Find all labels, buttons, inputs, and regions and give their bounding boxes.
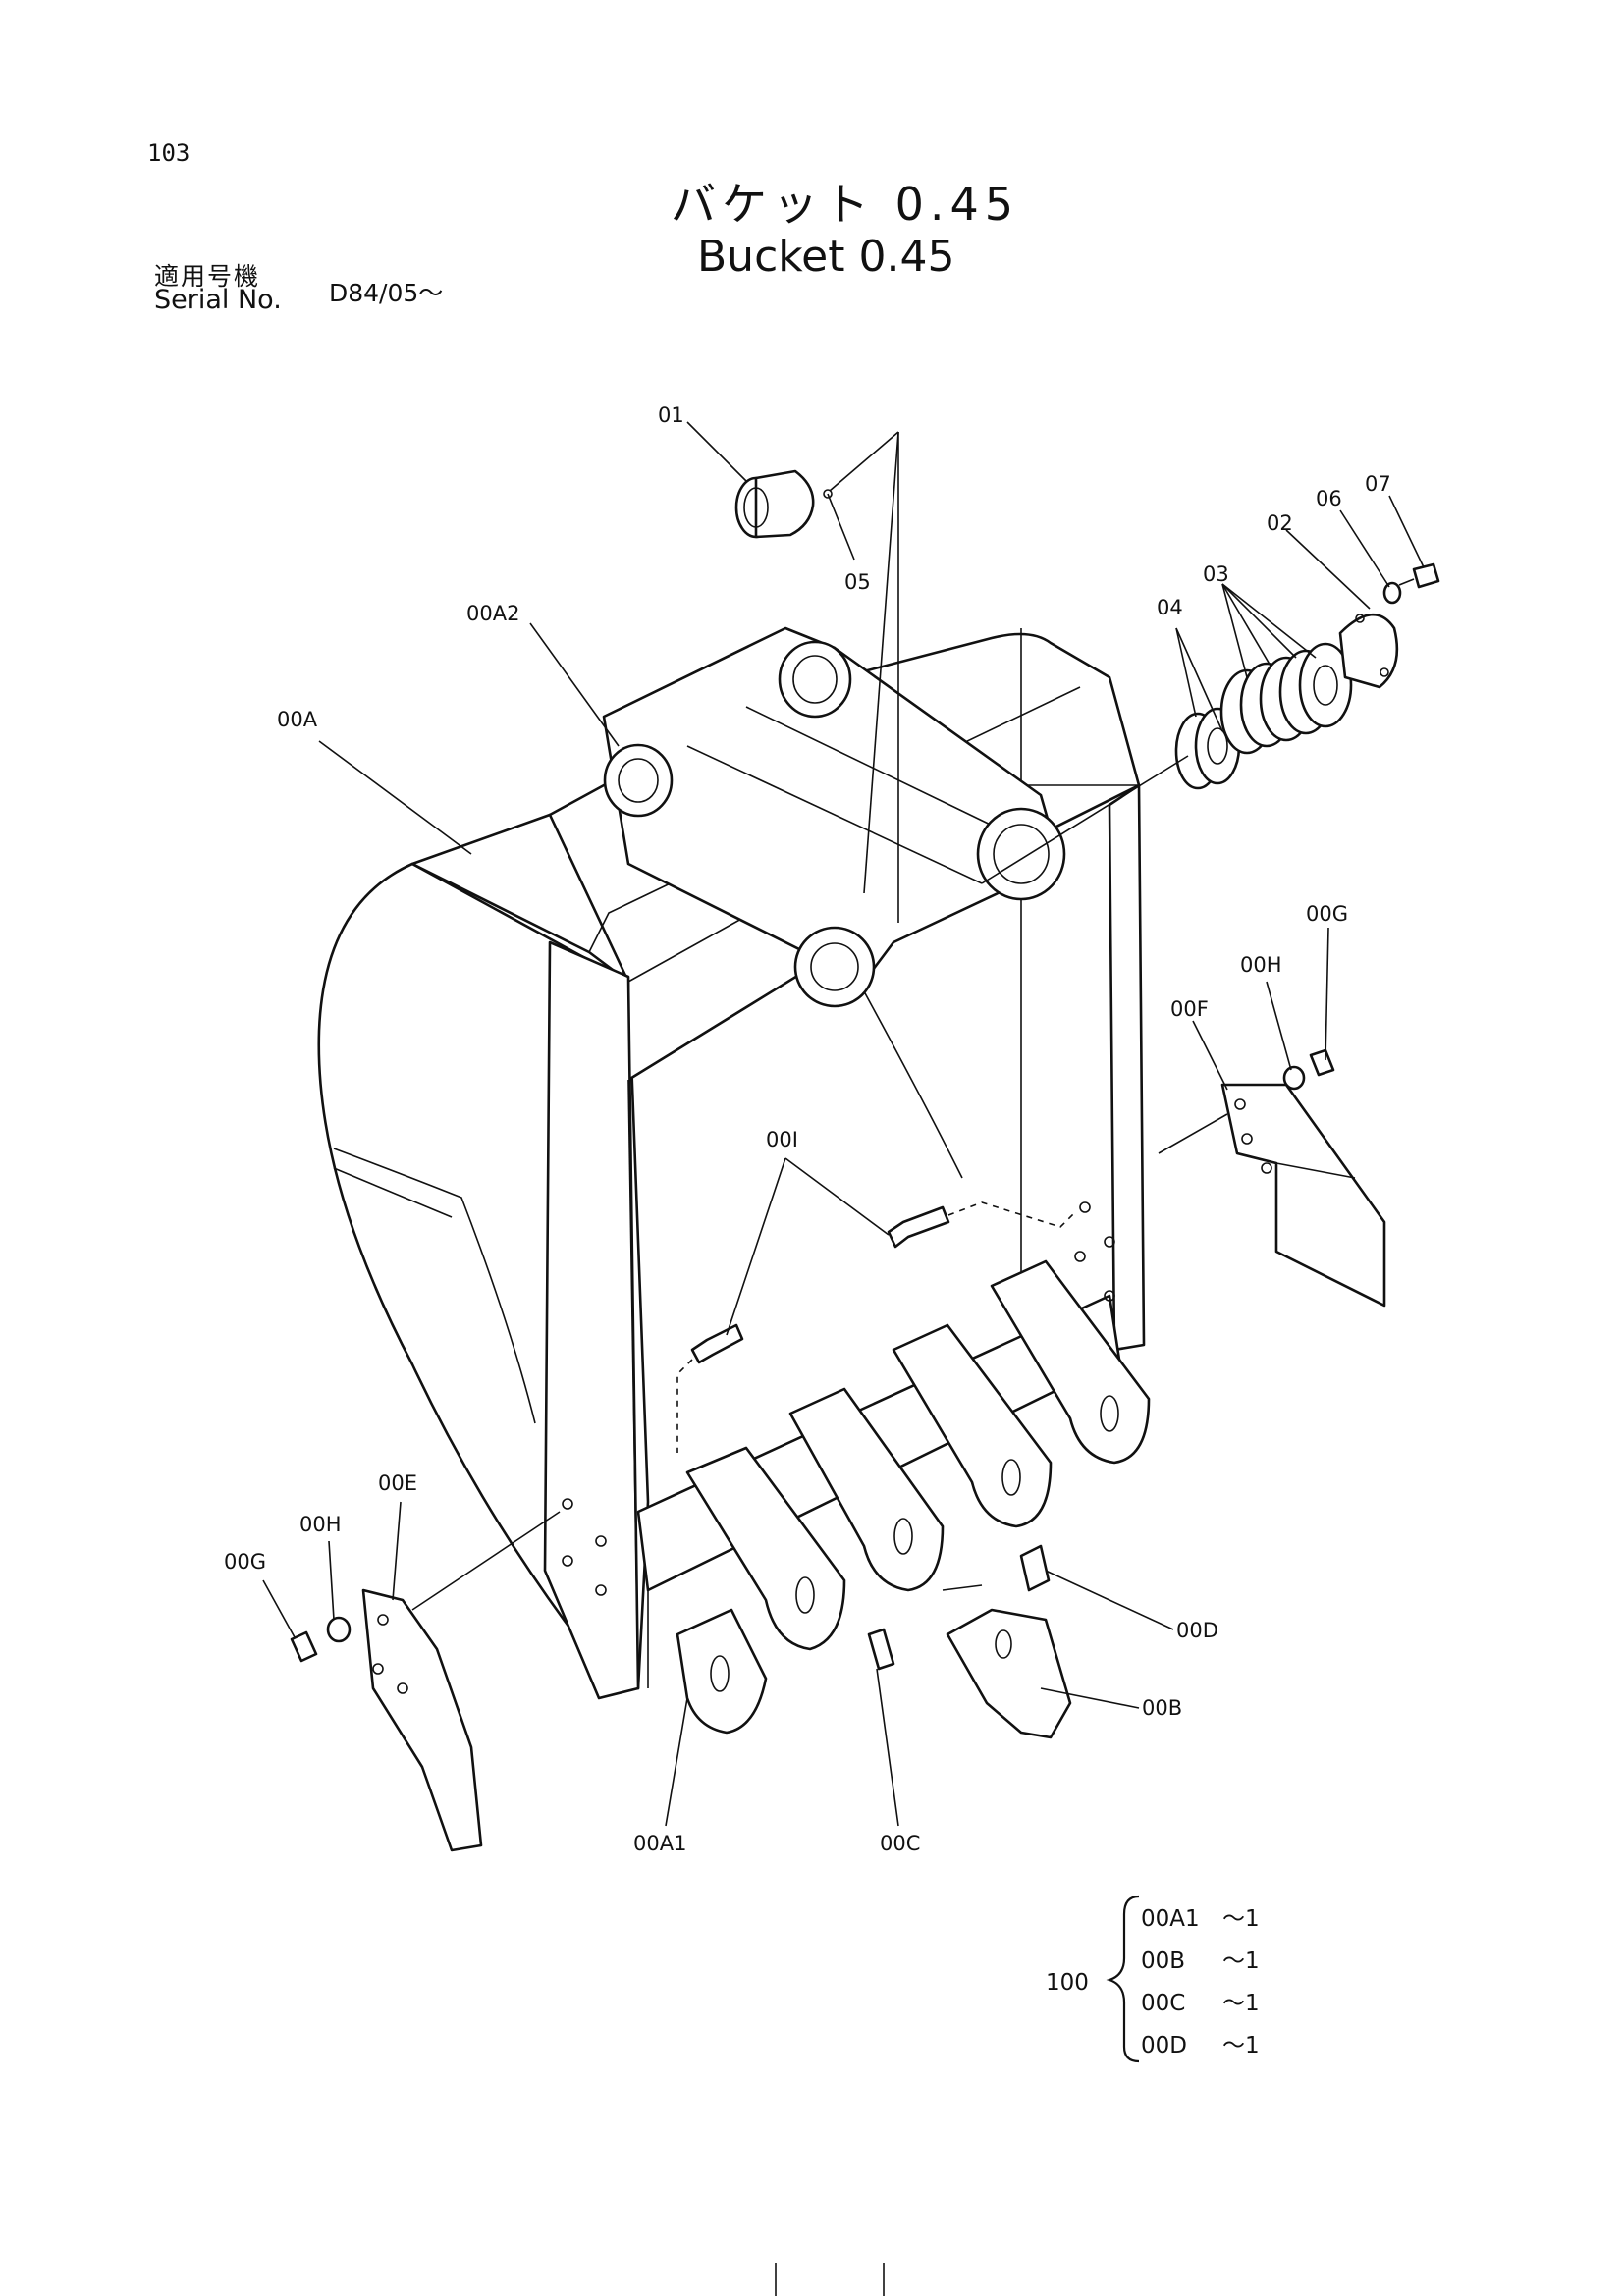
title-english: Bucket 0.45 — [697, 232, 955, 282]
kit-item-part: 00A1 — [1141, 1906, 1200, 1932]
callout-00A2: 00A2 — [466, 602, 519, 625]
callout-00H-left: 00H — [299, 1513, 342, 1536]
kit-item-part: 00C — [1141, 1991, 1185, 2016]
kit-item-qty: ～1 — [1222, 1949, 1260, 1974]
side-cutter-left-00E — [290, 1588, 483, 1852]
kit-item-qty: ～1 — [1222, 1991, 1260, 2016]
callout-00H-right: 00H — [1240, 953, 1282, 977]
callout-00F: 00F — [1170, 997, 1209, 1021]
title-japanese: バケット 0.45 — [671, 178, 1020, 231]
kit-legend: 100 00A1 ～1 00B ～1 00C ～1 00D ～1 — [1046, 1895, 1260, 2063]
pin-stack-right — [981, 562, 1440, 884]
callout-00I: 00I — [766, 1128, 798, 1151]
bolts-00I — [676, 1201, 1076, 1453]
tooth-point-00B — [946, 1608, 1072, 1739]
callout-00A1: 00A1 — [633, 1832, 686, 1855]
callout-00E: 00E — [378, 1471, 417, 1495]
callout-05: 05 — [844, 570, 871, 594]
kit-item-part: 00D — [1141, 2033, 1187, 2058]
bucket-teeth — [676, 1259, 1151, 1735]
callout-00G-right: 00G — [1306, 902, 1348, 926]
callout-01: 01 — [658, 403, 684, 427]
tooth-pin-00C — [867, 1628, 895, 1671]
callout-06: 06 — [1316, 487, 1342, 510]
serial-number-value: D84/05～ — [329, 279, 444, 307]
callout-04: 04 — [1157, 596, 1183, 619]
pin-01 — [734, 469, 833, 539]
callout-00A: 00A — [277, 708, 318, 731]
callout-07: 07 — [1365, 472, 1391, 496]
serial-label-english: Serial No. — [154, 285, 282, 315]
serial-label-japanese: 適用号機 — [154, 262, 261, 291]
callout-00G-left: 00G — [224, 1550, 266, 1574]
callout-00D: 00D — [1176, 1619, 1218, 1642]
callout-02: 02 — [1267, 511, 1293, 535]
kit-item-part: 00B — [1141, 1949, 1185, 1974]
callout-00B: 00B — [1142, 1696, 1182, 1720]
callout-leaders — [262, 421, 1425, 1827]
callout-03: 03 — [1203, 562, 1229, 586]
callout-00C: 00C — [880, 1832, 920, 1855]
kit-number: 100 — [1046, 1970, 1089, 1996]
tooth-lock-00D — [1019, 1544, 1051, 1592]
side-cutter-right-00F — [1220, 1048, 1386, 1308]
kit-item-qty: ～1 — [1222, 2033, 1260, 2058]
kit-item-qty: ～1 — [1222, 1906, 1260, 1932]
page-number: 103 — [147, 139, 190, 167]
scan-edge-marks — [775, 2263, 885, 2296]
